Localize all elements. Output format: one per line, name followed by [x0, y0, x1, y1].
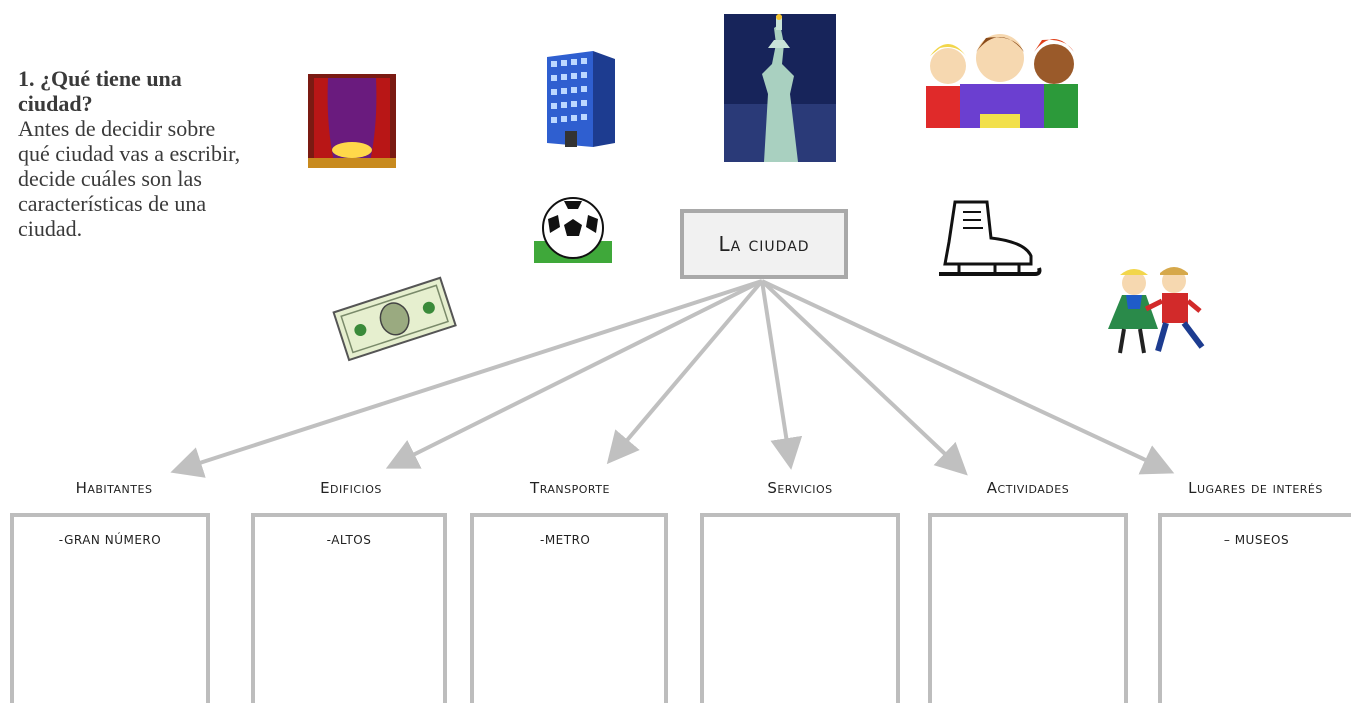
theater-stage-image	[308, 74, 396, 168]
category-label-lugares: Lugares de interés	[1188, 479, 1323, 497]
category-box-edificios[interactable]: -altos	[251, 513, 447, 703]
center-concept-box: La ciudad	[680, 209, 848, 279]
arrow-actividades	[760, 279, 968, 476]
category-label-transporte: Transporte	[530, 479, 610, 497]
category-box-lugares[interactable]: – museos	[1158, 513, 1351, 703]
arrow-edificios	[385, 279, 763, 469]
intro-body: Antes de decidir sobre qué ciudad vas a …	[18, 116, 241, 241]
category-box-servicios[interactable]	[700, 513, 900, 703]
center-concept-label: La ciudad	[718, 232, 810, 256]
intro-text: 1. ¿Qué tiene una ciudad? Antes de decid…	[18, 66, 248, 241]
category-label-edificios: Edificios	[320, 479, 382, 497]
category-label-habitantes: Habitantes	[75, 479, 153, 497]
dancing-couple-image	[1108, 267, 1205, 354]
category-entry-transporte: -metro	[540, 533, 591, 547]
arrow-servicios	[760, 280, 803, 470]
category-label-actividades: Actividades	[986, 479, 1070, 497]
category-box-actividades[interactable]	[928, 513, 1128, 703]
category-box-habitantes[interactable]: -gran número	[10, 513, 210, 703]
arrow-transporte	[606, 279, 764, 465]
category-box-transporte[interactable]: -metro	[470, 513, 668, 703]
office-building-image	[547, 51, 615, 147]
people-group-image	[926, 34, 1078, 128]
category-entry-lugares: – museos	[1223, 533, 1290, 547]
category-label-servicios: Servicios	[767, 479, 833, 497]
arrow-habitantes	[170, 279, 763, 478]
dollar-bill-image	[332, 276, 457, 362]
category-entry-habitantes: -gran número	[58, 533, 162, 547]
ice-skate-image	[939, 200, 1042, 276]
intro-heading: 1. ¿Qué tiene una ciudad?	[18, 66, 182, 116]
arrow-lugares	[761, 279, 1175, 475]
category-entry-edificios: -altos	[326, 533, 372, 547]
soccer-ball-image	[534, 197, 612, 263]
statue-of-liberty-image	[724, 14, 836, 162]
